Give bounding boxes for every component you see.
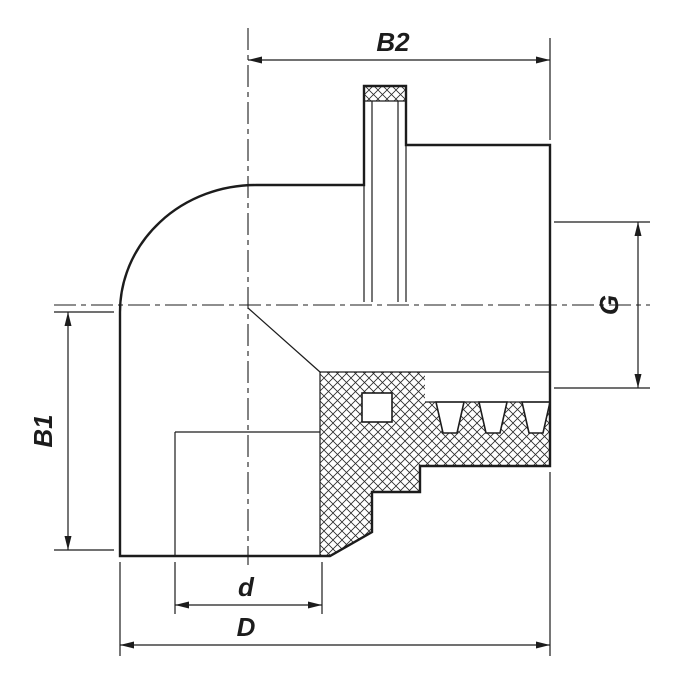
insert-hatch-region (320, 372, 550, 556)
d-arrow-right (308, 601, 322, 609)
dimension-b2: B2 (248, 27, 551, 140)
dimension-g: G (554, 221, 650, 389)
D-arrow-left (120, 641, 134, 649)
insert-window (361, 392, 393, 423)
fitting-body (118, 84, 552, 558)
dimension-b1: B1 (28, 311, 114, 551)
g-arrow-top (634, 222, 642, 236)
outer-contour (118, 84, 552, 558)
dimension-d-outer: D (119, 472, 551, 656)
g-arrow-bottom (634, 374, 642, 388)
D-arrow-right (536, 641, 550, 649)
b1-arrow-bottom (64, 536, 72, 550)
threaded-insert-section (320, 86, 552, 556)
d-label: d (238, 572, 255, 602)
b1-label: B1 (28, 414, 58, 447)
g-label: G (594, 295, 624, 315)
centerlines (54, 28, 650, 565)
D-label: D (237, 612, 256, 642)
b2-label: B2 (376, 27, 410, 57)
d-arrow-left (175, 601, 189, 609)
b2-arrow-left (248, 56, 262, 64)
b1-arrow-top (64, 312, 72, 326)
boss-cap-hatch (364, 86, 406, 101)
bore-transition-chamfer (247, 307, 321, 373)
b2-arrow-right (536, 56, 550, 64)
dimension-d-inner: d (174, 562, 323, 614)
